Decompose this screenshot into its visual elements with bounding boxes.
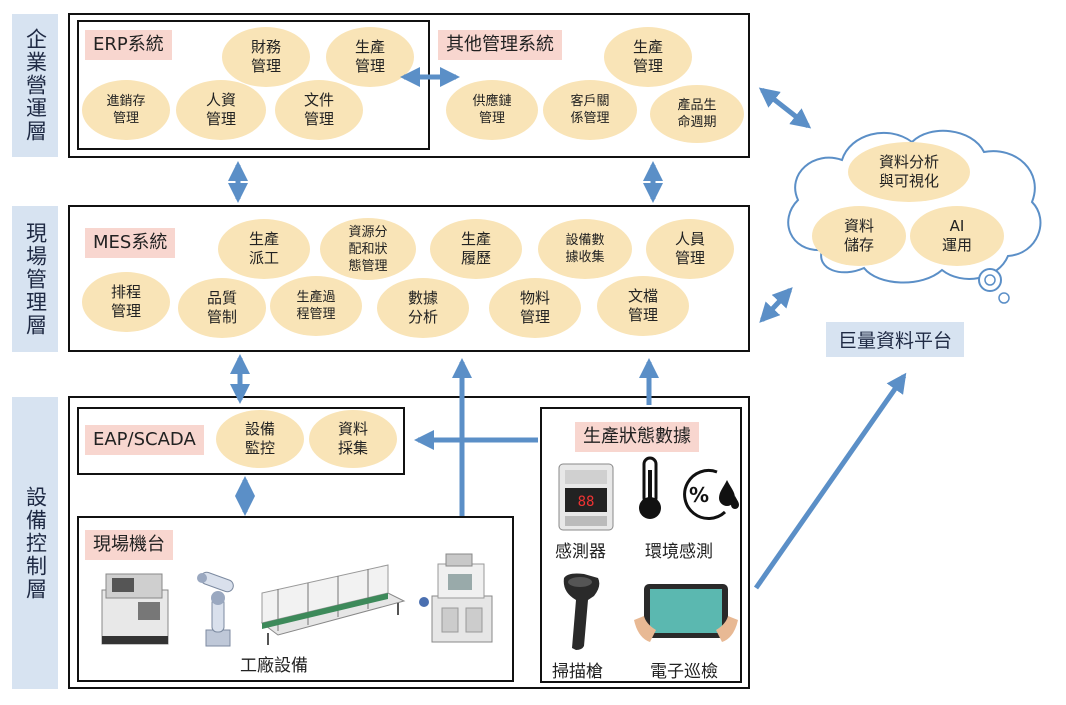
mes-item-analytics: 數據 分析	[377, 278, 469, 338]
layer-label-equipment: 設備控制層	[12, 397, 58, 689]
svg-text:88: 88	[578, 494, 595, 510]
eap-item-monitoring: 設備 監控	[216, 410, 304, 468]
svg-text:%: %	[689, 483, 709, 507]
arrow-equipment-cloud	[753, 372, 907, 590]
layer-label-enterprise: 企業營運層	[12, 14, 58, 157]
mes-item-scheduling: 排程 管理	[82, 272, 170, 332]
robot-arm-icon	[197, 571, 234, 647]
thermometer-icon	[639, 456, 661, 519]
arrow-mes-cloud	[759, 287, 793, 323]
sensor-caption: 感測器	[555, 542, 606, 562]
other-system-title: 其他管理系統	[438, 30, 562, 60]
erp-system-title: ERP系統	[85, 30, 172, 60]
factory-equipment-caption: 工廠設備	[240, 656, 308, 676]
humidity-icon: %	[683, 468, 739, 520]
mes-system-title: MES系統	[85, 228, 176, 258]
big-data-platform-label: 巨量資料平台	[826, 322, 965, 357]
eap-item-collection: 資料 採集	[309, 410, 397, 468]
mes-item-equipment-data: 設備數 據收集	[538, 219, 632, 279]
other-item-plm: 產品生 命週期	[650, 85, 744, 143]
erp-item-inventory: 進銷存 管理	[82, 80, 170, 140]
machine-cabinet-icon	[101, 573, 169, 645]
mes-item-quality: 品質 管制	[178, 278, 266, 338]
cloud-item-storage: 資料 儲存	[812, 206, 906, 266]
field-machines-title: 現場機台	[85, 530, 173, 560]
production-status-title: 生產狀態數據	[575, 422, 699, 452]
mes-item-dispatch: 生產 派工	[218, 219, 310, 279]
cloud-item-ai: AI 運用	[910, 206, 1004, 266]
assembly-line-icon	[260, 564, 406, 645]
mes-item-docs: 文檔 管理	[597, 276, 689, 336]
other-item-supply-chain: 供應鏈 管理	[446, 80, 538, 140]
mes-item-personnel: 人員 管理	[646, 219, 734, 279]
mes-item-process: 生產過 程管理	[270, 276, 362, 336]
arrow-enterprise-cloud	[758, 87, 812, 129]
layer-label-field: 現場管理層	[12, 206, 58, 352]
cloud-item-analytics: 資料分析 與可視化	[848, 142, 970, 202]
tablet-icon	[634, 584, 738, 642]
sensor-device-icon: 88	[558, 463, 614, 531]
other-item-production: 生產 管理	[604, 27, 692, 87]
erp-item-hr: 人資 管理	[176, 80, 266, 140]
eap-scada-title: EAP/SCADA	[85, 425, 204, 455]
mes-item-history: 生產 履歷	[430, 219, 522, 279]
other-item-crm: 客戶關 係管理	[543, 80, 637, 140]
patrol-caption: 電子巡檢	[650, 662, 718, 682]
mes-item-resource: 資源分 配和狀 態管理	[320, 218, 416, 280]
packaging-machine-icon	[419, 553, 493, 643]
environment-caption: 環境感測	[645, 542, 713, 562]
barcode-scanner-icon	[563, 573, 600, 650]
erp-item-finance: 財務 管理	[222, 27, 310, 87]
erp-item-document: 文件 管理	[275, 80, 363, 140]
mes-item-material: 物料 管理	[489, 278, 581, 338]
scanner-caption: 掃描槍	[552, 662, 603, 682]
erp-item-production: 生產 管理	[326, 27, 414, 87]
